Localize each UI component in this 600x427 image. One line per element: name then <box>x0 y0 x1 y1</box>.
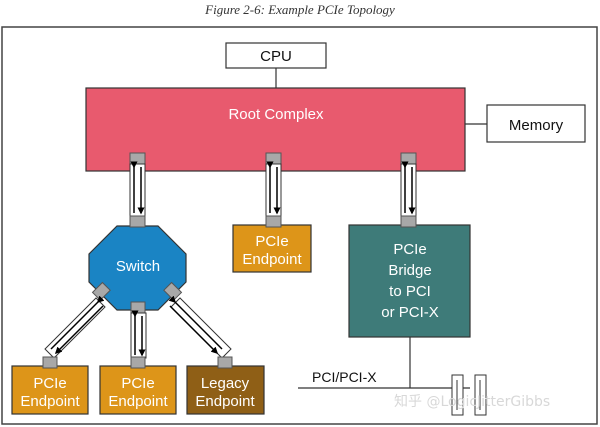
link-rc-switch <box>129 161 146 217</box>
cpu-label: CPU <box>260 48 292 65</box>
endpoint-mid-line1: PCIe <box>121 375 154 392</box>
endpoint-left-line2: Endpoint <box>20 393 80 410</box>
root-complex-label: Root Complex <box>228 106 324 123</box>
switch-port-left <box>91 281 111 301</box>
rc-port-3 <box>400 152 417 165</box>
link-switch-endpoint-mid <box>130 310 147 359</box>
link-rc-bridge <box>400 161 417 217</box>
link-rc-endpoint <box>265 161 282 217</box>
legacy-port <box>217 356 233 369</box>
legacy-line1: Legacy <box>201 375 250 392</box>
pcie-bridge: PCIe Bridge to PCI or PCI-X <box>348 224 471 338</box>
rc-endpoint-port <box>265 215 282 228</box>
legacy-endpoint: Legacy Endpoint <box>186 365 265 415</box>
endpoint-left-line1: PCIe <box>33 375 66 392</box>
bridge-port <box>400 215 417 228</box>
cpu-box: CPU <box>225 42 327 69</box>
pci-bus-label: PCI/PCI-X <box>312 369 377 385</box>
memory-label: Memory <box>509 117 564 134</box>
switch-port-right <box>163 281 183 301</box>
pci-slot-2 <box>474 374 487 416</box>
rc-endpoint-line2: Endpoint <box>242 251 302 268</box>
endpoint-left-port <box>42 356 58 369</box>
watermark-text: 知乎 @LogicJitterGibbs <box>394 393 550 410</box>
pci-slot-1 <box>451 374 464 416</box>
figure-caption: Figure 2-6: Example PCIe Topology <box>204 2 395 17</box>
rc-port-1 <box>129 152 146 165</box>
bridge-line3: to PCI <box>389 283 431 300</box>
legacy-line2: Endpoint <box>195 393 255 410</box>
switch-node: Switch <box>88 225 187 311</box>
rc-pcie-endpoint: PCIe Endpoint <box>232 224 312 273</box>
switch-port-mid <box>130 301 146 314</box>
rc-endpoint-line1: PCIe <box>255 233 288 250</box>
switch-upstream-port <box>129 215 146 228</box>
endpoint-mid-line2: Endpoint <box>108 393 168 410</box>
rc-port-2 <box>265 152 282 165</box>
memory-box: Memory <box>486 104 586 143</box>
bridge-line4: or PCI-X <box>381 304 439 321</box>
link-switch-legacy <box>168 295 232 359</box>
pcie-endpoint-left: PCIe Endpoint <box>11 365 89 415</box>
bridge-line1: PCIe <box>393 241 426 258</box>
endpoint-mid-port <box>130 356 146 369</box>
pcie-endpoint-mid: PCIe Endpoint <box>99 365 177 415</box>
switch-label: Switch <box>116 258 160 275</box>
bridge-line2: Bridge <box>388 262 431 279</box>
